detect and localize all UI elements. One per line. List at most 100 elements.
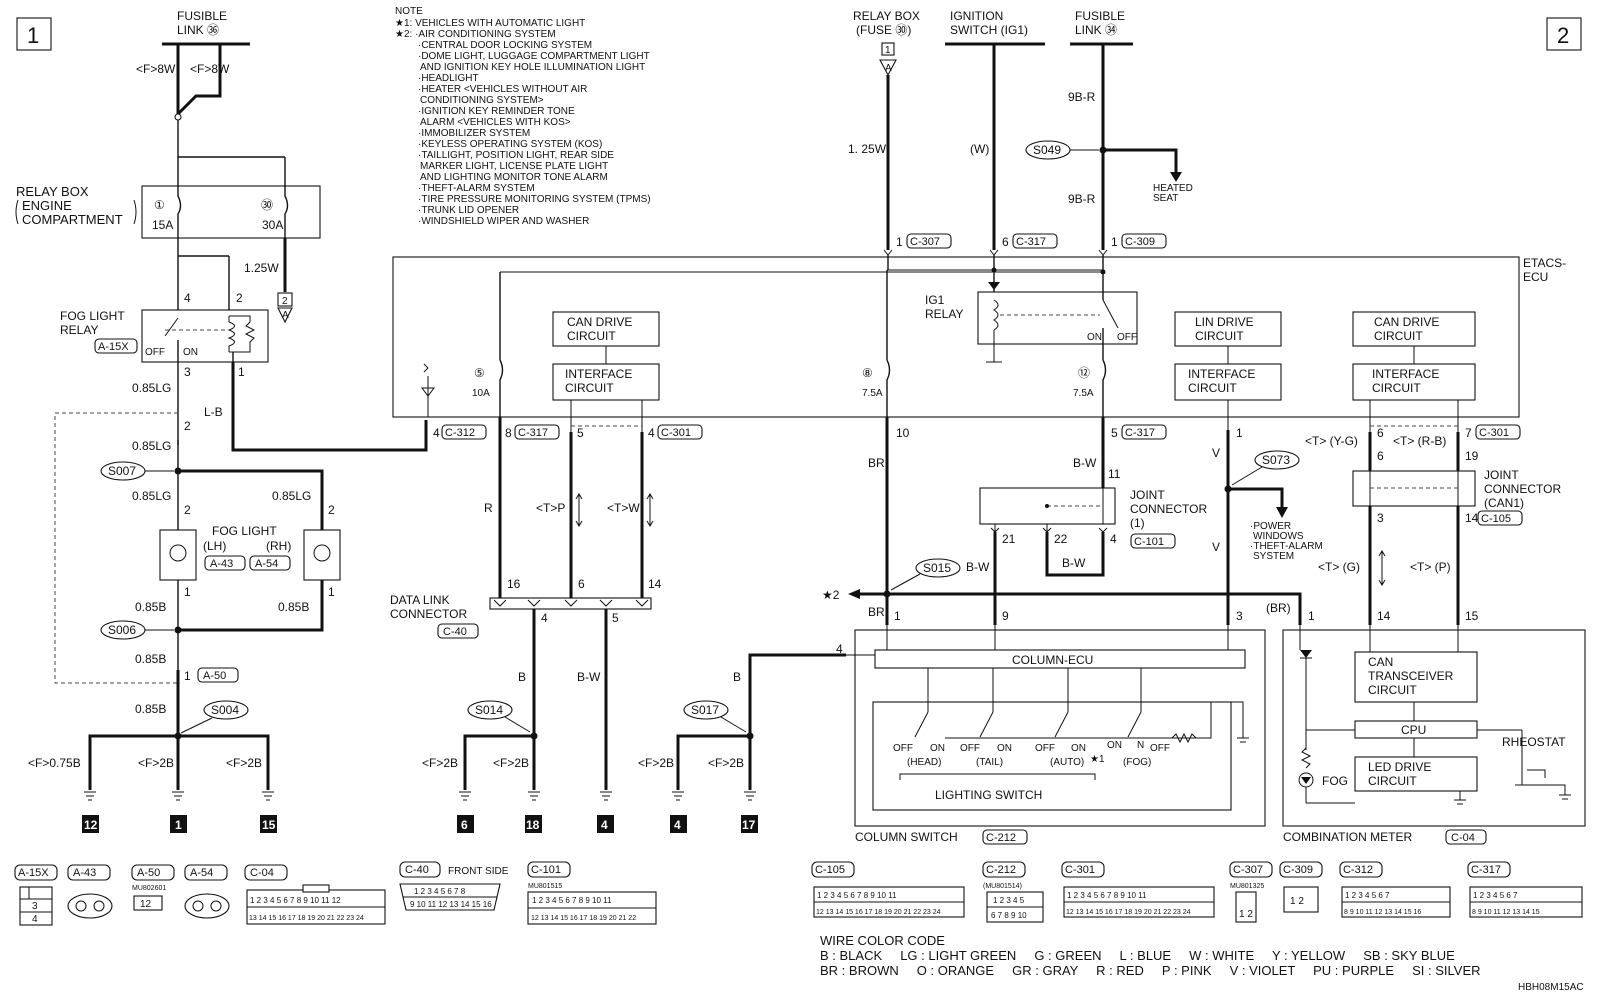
svg-text:OFF: OFF	[960, 743, 980, 754]
fog-light-relay	[141, 309, 269, 363]
svg-text:2: 2	[236, 291, 243, 305]
svg-text:2: 2	[328, 503, 335, 517]
svg-text:OFF: OFF	[893, 743, 913, 754]
svg-text:6 7 8 9 10: 6 7 8 9 10	[991, 911, 1027, 920]
connector-a54: A-54	[184, 864, 230, 919]
svg-text:CAN DRIVE: CAN DRIVE	[1374, 315, 1439, 329]
svg-text:1: 1	[175, 818, 182, 832]
page-marker-1	[16, 17, 52, 51]
dlc-label: DATA LINK	[390, 593, 450, 607]
fuse-number: ⑤	[474, 366, 485, 380]
note-line: ·CENTRAL DOOR LOCKING SYSTEM	[418, 40, 592, 51]
svg-text:LIN DRIVE: LIN DRIVE	[1195, 315, 1254, 329]
svg-text:CIRCUIT: CIRCUIT	[1188, 381, 1237, 395]
svg-text:A-43: A-43	[210, 558, 233, 570]
svg-text:C-105: C-105	[815, 864, 845, 876]
svg-text:C-212: C-212	[986, 832, 1016, 844]
note-line: AND IGNITION KEY HOLE ILLUMINATION LIGHT	[420, 62, 645, 73]
rheostat-label: RHEOSTAT	[1502, 735, 1566, 749]
relay-box	[141, 185, 321, 239]
svg-text:MU801325: MU801325	[1230, 883, 1264, 890]
svg-text:㉚: ㉚	[261, 198, 273, 212]
svg-text:N: N	[1137, 740, 1144, 751]
svg-text:LIGHTING SWITCH: LIGHTING SWITCH	[935, 788, 1042, 802]
ground-icon: 15	[260, 791, 277, 833]
svg-text:9 10 11 12 13 14 15 16: 9 10 11 12 13 14 15 16	[410, 900, 492, 909]
svg-text:A-43: A-43	[73, 867, 96, 879]
svg-text:3: 3	[1236, 609, 1243, 623]
note-title: NOTE	[395, 6, 423, 17]
note-line: ·IMMOBILIZER SYSTEM	[418, 128, 530, 139]
wire	[1228, 487, 1284, 510]
svg-text:ON: ON	[997, 743, 1012, 754]
svg-text:ON: ON	[183, 347, 198, 358]
wire-label: V	[1212, 540, 1220, 554]
svg-text:MU801515: MU801515	[528, 883, 562, 890]
arrow-icon	[277, 307, 293, 324]
svg-text:2: 2	[282, 296, 288, 307]
svg-text:ECU: ECU	[1523, 270, 1548, 284]
wire-label: <F>8W	[190, 62, 230, 76]
svg-text:(MU801514): (MU801514)	[983, 883, 1022, 890]
splice-s014	[467, 700, 513, 720]
svg-text:C-312: C-312	[1343, 864, 1373, 876]
svg-text:1: 1	[896, 235, 903, 249]
wire-label: <F>2B	[226, 756, 262, 770]
resistor-icon	[1300, 747, 1312, 769]
arrow-icon	[848, 589, 860, 599]
note-line: ·HEADLIGHT	[418, 73, 479, 84]
wire-label: V	[1212, 446, 1220, 460]
svg-text:CIRCUIT: CIRCUIT	[1195, 329, 1244, 343]
arrow-icon	[1170, 172, 1182, 182]
svg-text:1 2: 1 2	[1239, 909, 1253, 920]
svg-text:8 9 10 11 12 13 14 15: 8 9 10 11 12 13 14 15	[1472, 909, 1540, 916]
combination-meter	[1282, 629, 1586, 827]
svg-text:4: 4	[674, 818, 681, 832]
bracket	[899, 773, 1096, 780]
svg-text:5: 5	[1111, 426, 1118, 440]
wire-label: 9B-R	[1068, 90, 1096, 104]
connector-c312: C-312 1 2 3 4 5 6 7 8 9 10 11 12 13 14 1…	[1339, 861, 1451, 918]
page-marker-1-label: 1	[27, 23, 39, 48]
wire-label: <T> (R-B)	[1393, 434, 1446, 448]
joint-connector-1-label: JOINT	[1130, 488, 1165, 502]
svg-text:C-309: C-309	[1283, 864, 1313, 876]
svg-text:1: 1	[184, 669, 191, 683]
ground-icon: 18	[525, 791, 542, 833]
svg-text:COLUMN-ECU: COLUMN-ECU	[1012, 653, 1093, 667]
svg-text:A-15X: A-15X	[98, 341, 129, 353]
svg-text:1: 1	[1236, 426, 1243, 440]
svg-text:CIRCUIT: CIRCUIT	[567, 329, 616, 343]
wire-br-meter	[887, 592, 1302, 625]
wire-label: 9B-R	[1068, 192, 1096, 206]
page-ref-2	[277, 292, 293, 307]
wire	[178, 469, 324, 530]
wire-heated-seat	[1103, 148, 1178, 175]
wire-label: <T>W	[607, 501, 640, 515]
wire-label: 0.85B	[135, 600, 166, 614]
svg-text:SYSTEM: SYSTEM	[1253, 551, 1294, 562]
svg-text:4: 4	[184, 291, 191, 305]
note-line: CONDITIONING SYSTEM>	[420, 95, 544, 106]
wire-label: 0.85LG	[132, 381, 171, 395]
svg-text:2: 2	[184, 503, 191, 517]
svg-text:S049: S049	[1033, 143, 1061, 157]
shield-icon	[423, 363, 429, 373]
connector-c317: C-317 1 2 3 4 5 6 7 8 9 10 11 12 13 14 1…	[1467, 861, 1583, 918]
svg-text:S004: S004	[211, 703, 239, 717]
splice-s015	[915, 558, 961, 578]
wire	[676, 734, 750, 790]
svg-text:LED DRIVE: LED DRIVE	[1368, 760, 1431, 774]
svg-text:A-50: A-50	[137, 867, 160, 879]
svg-text:4: 4	[648, 426, 655, 440]
interface-circuit-3	[1352, 363, 1476, 401]
fuse-7.5a	[1102, 359, 1107, 417]
connector-c04: C-04 1 2 3 4 5 6 7 8 9 10 11 12 13 14 15…	[244, 864, 386, 925]
column-switch	[854, 629, 1266, 827]
svg-text:4: 4	[836, 642, 843, 656]
svg-text:15: 15	[262, 818, 276, 832]
svg-text:7: 7	[1465, 426, 1472, 440]
fusible-link-36: FUSIBLE LINK ㊱	[162, 9, 250, 46]
note-line: ·THEFT-ALARM SYSTEM	[418, 183, 535, 194]
wire-label: B	[518, 670, 526, 684]
